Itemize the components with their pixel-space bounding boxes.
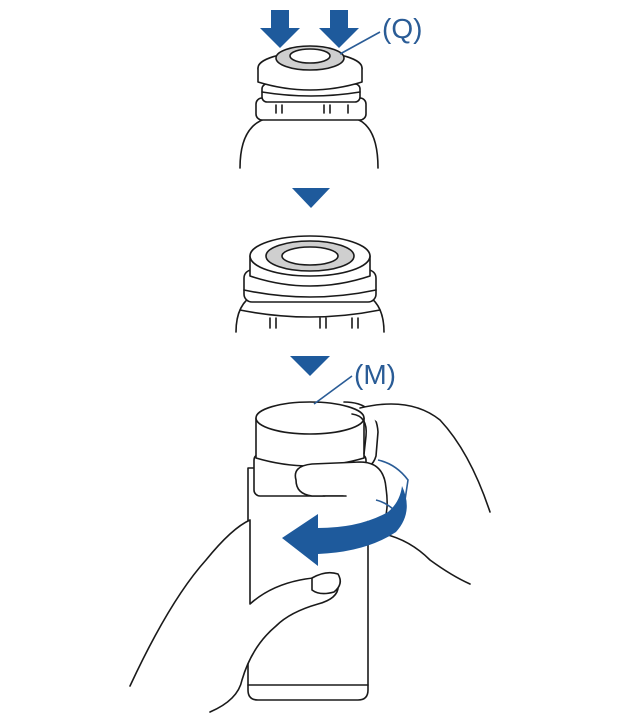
thread-marks-2 xyxy=(269,317,359,329)
callout-label-m: (M) xyxy=(354,359,396,390)
bottle-body-1 xyxy=(239,117,379,169)
thread-line-2a xyxy=(243,289,377,298)
arrow-down-icon xyxy=(260,10,359,48)
callout-label-q: (Q) xyxy=(382,13,422,44)
curved-arrow-left-icon xyxy=(282,486,407,566)
right-hand xyxy=(294,403,491,585)
triangle-down-icon xyxy=(290,356,330,376)
callout-line-q xyxy=(339,31,381,55)
step-3-attach-mouth: (M) xyxy=(129,359,491,713)
left-thumbnail xyxy=(311,571,342,595)
mouth-unit-top xyxy=(255,401,365,435)
packing-hole-1 xyxy=(289,48,331,64)
thread-line-2b xyxy=(239,309,381,318)
triangle-down-icon xyxy=(292,188,330,208)
callout-line-m xyxy=(313,375,353,405)
step-1-press-packing: (Q) xyxy=(239,10,422,169)
mouth-rim-side-1 xyxy=(257,67,363,91)
step-2-packing-seated xyxy=(235,235,385,333)
thread-line-1 xyxy=(261,91,361,97)
packing-hole-2 xyxy=(281,246,339,266)
thread-marks-1 xyxy=(275,104,349,114)
lid-handle-inner xyxy=(351,413,368,455)
